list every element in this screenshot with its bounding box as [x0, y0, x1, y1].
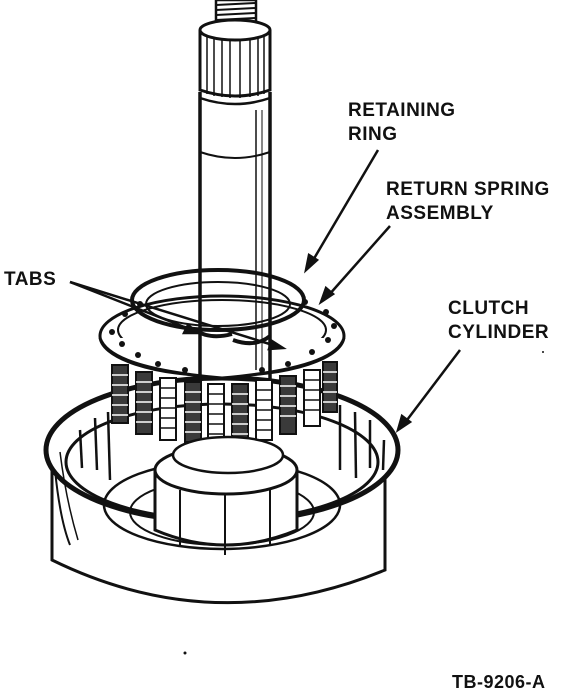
return-spring-label-line2: ASSEMBLY: [386, 203, 494, 224]
clutch-cylinder-label-line1: CLUTCH: [448, 298, 530, 319]
retaining-ring-label-line2: RING: [348, 124, 398, 145]
retaining-ring-label: RETAINING RING: [348, 99, 456, 147]
tabs-label: TABS: [4, 269, 57, 290]
retaining-ring-label-line1: RETAINING: [348, 100, 456, 121]
figure-code: TB-9206-A: [452, 672, 546, 692]
return-springs: [111, 361, 338, 445]
leader-lines: [69, 149, 461, 433]
clutch-cylinder-label: CLUTCH CYLINDER: [448, 297, 549, 345]
input-shaft: [198, 0, 272, 380]
return-spring-label-line1: RETURN SPRING: [386, 179, 550, 200]
return-spring-label: RETURN SPRING ASSEMBLY: [386, 178, 550, 226]
cylinder-hub: [153, 435, 299, 555]
speck: [542, 351, 544, 353]
speck: [183, 651, 187, 655]
clutch-cylinder-label-line2: CYLINDER: [448, 322, 550, 343]
